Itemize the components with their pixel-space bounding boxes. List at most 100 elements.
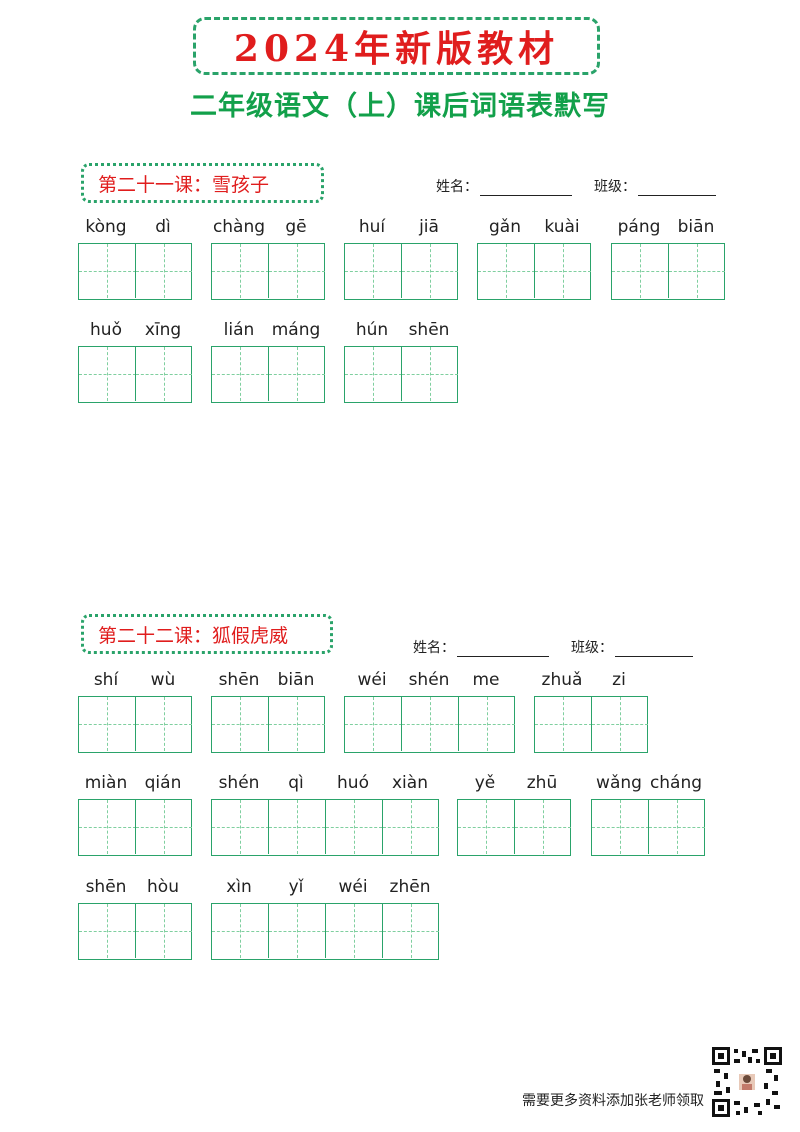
- tianzige-cell[interactable]: [268, 904, 325, 958]
- tianzige-cell[interactable]: [135, 800, 192, 854]
- tianzige-cell[interactable]: [591, 697, 648, 751]
- tianzige-cell[interactable]: [401, 697, 458, 751]
- writing-grid[interactable]: [211, 243, 325, 300]
- name-blank[interactable]: [480, 179, 572, 196]
- writing-grid[interactable]: [211, 346, 325, 403]
- lesson-title-22: 第二十二课：狐假虎威: [81, 614, 333, 654]
- pinyin-label: me: [472, 670, 500, 690]
- tianzige-cell[interactable]: [79, 347, 136, 401]
- tianzige-cell[interactable]: [268, 697, 325, 751]
- writing-grid[interactable]: [78, 903, 192, 960]
- pinyin-label: shí: [93, 670, 119, 690]
- tianzige-cell[interactable]: [345, 697, 402, 751]
- pinyin-label: qián: [144, 773, 182, 793]
- tianzige-cell[interactable]: [514, 800, 571, 854]
- tianzige-cell[interactable]: [212, 800, 269, 854]
- tianzige-cell[interactable]: [212, 347, 269, 401]
- writing-grid[interactable]: [534, 696, 648, 753]
- writing-grid[interactable]: [211, 799, 439, 856]
- tianzige-cell[interactable]: [612, 244, 669, 298]
- writing-grid[interactable]: [591, 799, 705, 856]
- writing-grid[interactable]: [78, 799, 192, 856]
- tianzige-cell[interactable]: [458, 697, 515, 751]
- name-blank[interactable]: [457, 640, 549, 657]
- writing-grid[interactable]: [344, 243, 458, 300]
- pinyin-label: zi: [612, 670, 626, 690]
- tianzige-cell[interactable]: [325, 904, 382, 958]
- pinyin-label: shén: [218, 773, 260, 793]
- pinyin-label: máng: [271, 320, 321, 340]
- tianzige-cell[interactable]: [325, 800, 382, 854]
- tianzige-cell[interactable]: [212, 697, 269, 751]
- pinyin-label: gē: [285, 217, 307, 237]
- writing-grid[interactable]: [344, 346, 458, 403]
- class-label: 班级：: [571, 640, 613, 656]
- writing-grid[interactable]: [78, 346, 192, 403]
- tianzige-cell[interactable]: [668, 244, 725, 298]
- pinyin-label: chàng: [212, 217, 266, 237]
- writing-grid[interactable]: [78, 696, 192, 753]
- tianzige-cell[interactable]: [401, 244, 458, 298]
- pinyin-label: dì: [155, 217, 171, 237]
- tianzige-cell[interactable]: [79, 800, 136, 854]
- name-label: 姓名：: [413, 640, 455, 656]
- pinyin-label: shén: [408, 670, 450, 690]
- writing-grid[interactable]: [78, 243, 192, 300]
- tianzige-cell[interactable]: [345, 244, 402, 298]
- pinyin-label: gǎn: [489, 217, 521, 237]
- pinyin-label: yě: [474, 773, 496, 793]
- tianzige-cell[interactable]: [382, 904, 439, 958]
- tianzige-cell[interactable]: [212, 904, 269, 958]
- pinyin-label: hún: [355, 320, 389, 340]
- pinyin-label: kòng: [85, 217, 127, 237]
- pinyin-label: miàn: [84, 773, 128, 793]
- tianzige-cell[interactable]: [135, 347, 192, 401]
- class-label: 班级：: [594, 179, 636, 195]
- tianzige-cell[interactable]: [382, 800, 439, 854]
- tianzige-cell[interactable]: [135, 244, 192, 298]
- tianzige-cell[interactable]: [345, 347, 402, 401]
- tianzige-cell[interactable]: [79, 904, 136, 958]
- writing-grid[interactable]: [344, 696, 515, 753]
- writing-grid[interactable]: [211, 696, 325, 753]
- tianzige-cell[interactable]: [79, 244, 136, 298]
- writing-grid[interactable]: [457, 799, 571, 856]
- pinyin-label: kuài: [544, 217, 580, 237]
- pinyin-label: xīng: [144, 320, 182, 340]
- pinyin-label: huó: [337, 773, 369, 793]
- tianzige-cell[interactable]: [268, 347, 325, 401]
- pinyin-label: yǐ: [288, 877, 304, 897]
- pinyin-label: huí: [358, 217, 386, 237]
- pinyin-label: jiā: [419, 217, 439, 237]
- pinyin-label: biān: [677, 217, 715, 237]
- tianzige-cell[interactable]: [534, 244, 591, 298]
- tianzige-cell[interactable]: [401, 347, 458, 401]
- class-blank[interactable]: [638, 179, 716, 196]
- writing-grid[interactable]: [611, 243, 725, 300]
- writing-grid[interactable]: [211, 903, 439, 960]
- pinyin-label: cháng: [649, 773, 703, 793]
- pinyin-label: wù: [150, 670, 176, 690]
- tianzige-cell[interactable]: [135, 904, 192, 958]
- tianzige-cell[interactable]: [478, 244, 535, 298]
- student-info-21: 姓名： 班级：: [436, 176, 716, 196]
- tianzige-cell[interactable]: [535, 697, 592, 751]
- tianzige-cell[interactable]: [268, 800, 325, 854]
- writing-grid[interactable]: [477, 243, 591, 300]
- pinyin-label: xiàn: [392, 773, 428, 793]
- tianzige-cell[interactable]: [592, 800, 649, 854]
- tianzige-cell[interactable]: [79, 697, 136, 751]
- name-label: 姓名：: [436, 179, 478, 195]
- tianzige-cell[interactable]: [648, 800, 705, 854]
- class-blank[interactable]: [615, 640, 693, 657]
- tianzige-cell[interactable]: [135, 697, 192, 751]
- tianzige-cell[interactable]: [268, 244, 325, 298]
- pinyin-label: zhēn: [389, 877, 431, 897]
- tianzige-cell[interactable]: [458, 800, 515, 854]
- pinyin-label: shēn: [218, 670, 260, 690]
- pinyin-label: wéi: [338, 877, 368, 897]
- footer-note: 需要更多资料添加张老师领取: [522, 1093, 704, 1109]
- tianzige-cell[interactable]: [212, 244, 269, 298]
- pinyin-label: shēn: [85, 877, 127, 897]
- lesson-title-21: 第二十一课：雪孩子: [81, 163, 324, 203]
